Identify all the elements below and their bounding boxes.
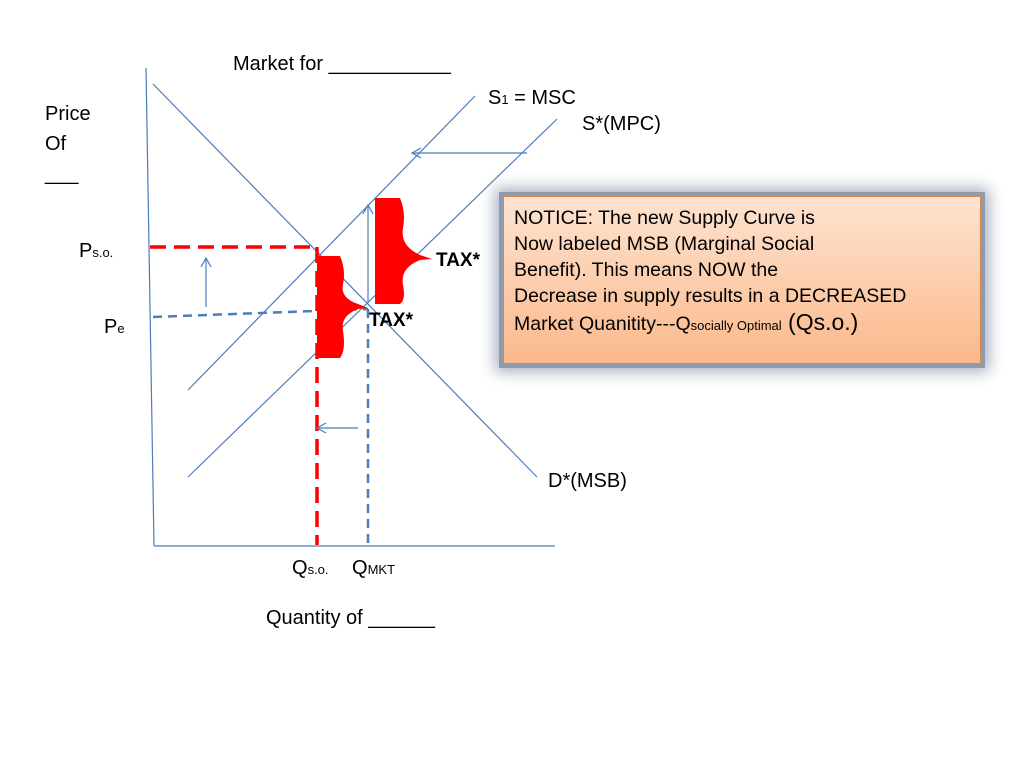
pe-label: Pe <box>104 316 125 338</box>
notice-box: NOTICE: The new Supply Curve is Now labe… <box>503 196 981 364</box>
lower-tax-label: TAX* <box>369 310 413 331</box>
notice-line-4: Decrease in supply results in a DECREASE… <box>514 285 907 307</box>
pso-label: Ps.o. <box>79 240 114 262</box>
notice-line-5: Market Quanitity---Qsocially Optimal (Qs… <box>514 309 859 335</box>
y-axis-label-line3: ___ <box>45 163 79 185</box>
s-star-mpc-label: S*(MPC) <box>582 113 661 135</box>
qmkt-label: QMKT <box>352 557 396 579</box>
y-axis <box>145 67 155 547</box>
chart-title: Market for ___________ <box>233 53 451 75</box>
y-axis-label-line2: Of <box>45 133 67 155</box>
lower-tax-brace <box>317 256 368 358</box>
upper-tax-brace <box>375 198 432 304</box>
quantity-decrease-arrow <box>315 422 358 434</box>
supply-shift-arrow <box>410 147 527 159</box>
x-axis-label: Quantity of ______ <box>266 607 436 629</box>
d-star-msb-curve <box>152 83 538 478</box>
tax-vertical-arrow <box>362 203 374 302</box>
s-star-mpc-curve <box>187 118 558 478</box>
upper-tax-label: TAX* <box>436 250 480 271</box>
pe-dashed-line <box>152 307 369 319</box>
s1-msc-curve <box>187 95 476 391</box>
notice-line-1: NOTICE: The new Supply Curve is <box>514 207 815 229</box>
d-star-msb-label: D*(MSB) <box>548 470 627 492</box>
y-axis-label-line1: Price <box>45 103 91 125</box>
notice-line-3: Benefit). This means NOW the <box>514 259 779 281</box>
notice-line-2: Now labeled MSB (Marginal Social <box>514 233 815 255</box>
qso-label: Qs.o. <box>292 557 329 579</box>
s1-msc-label: S1 = MSC <box>488 87 576 109</box>
price-up-arrow <box>200 256 212 307</box>
